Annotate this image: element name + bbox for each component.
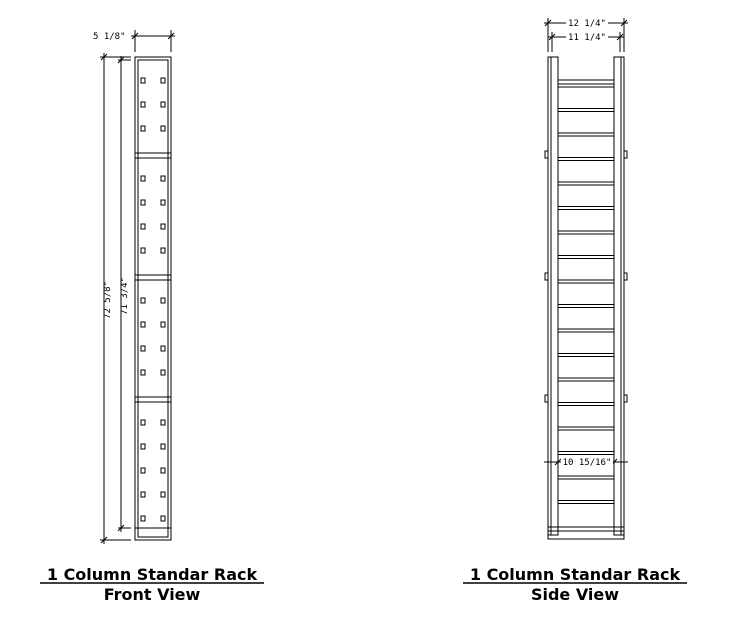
dim-tick xyxy=(620,19,628,27)
dim-label-bg xyxy=(561,456,613,467)
front-divider xyxy=(134,274,172,281)
side-connector xyxy=(544,150,549,159)
front-peg xyxy=(140,467,146,474)
front-peg xyxy=(160,175,166,182)
front-peg xyxy=(160,125,166,132)
front-peg xyxy=(140,175,146,182)
side-connector xyxy=(623,272,628,281)
front-peg xyxy=(140,297,146,304)
front-inner-height-dim-label: 71 3/4" xyxy=(120,277,130,315)
side-inner-depth-dim-label: 11 1/4" xyxy=(568,33,606,43)
front-peg xyxy=(160,443,166,450)
front-peg xyxy=(140,77,146,84)
front-peg xyxy=(140,101,146,108)
front-peg xyxy=(140,369,146,376)
front-divider xyxy=(134,396,172,403)
dim-tick xyxy=(167,32,175,40)
front-peg xyxy=(160,223,166,230)
front-peg xyxy=(160,515,166,522)
front-view-title: 1 Column Standar Rack xyxy=(46,565,258,584)
dim-tick xyxy=(131,32,139,40)
front-peg xyxy=(140,345,146,352)
front-peg xyxy=(140,443,146,450)
dim-tick xyxy=(100,536,108,544)
dim-tick xyxy=(548,33,556,41)
side-connector xyxy=(623,394,628,403)
front-view-subtitle: Front View xyxy=(103,585,201,604)
side-right-post xyxy=(613,56,625,536)
front-peg xyxy=(140,247,146,254)
side-connector xyxy=(544,272,549,281)
side-view-subtitle: Side View xyxy=(530,585,620,604)
front-divider xyxy=(134,152,172,159)
front-view-caption: 1 Column Standar Rack Front View xyxy=(22,565,282,605)
front-peg xyxy=(160,297,166,304)
front-base xyxy=(134,527,172,541)
front-pegs xyxy=(140,77,166,522)
front-peg xyxy=(140,125,146,132)
front-peg xyxy=(140,223,146,230)
front-peg xyxy=(160,345,166,352)
front-peg xyxy=(140,199,146,206)
dim-tick xyxy=(554,458,562,466)
side-rungs xyxy=(558,83,614,504)
side-connector xyxy=(623,150,628,159)
side-overall-depth-dim-label: 12 1/4" xyxy=(568,19,606,29)
side-left-post xyxy=(547,56,559,536)
dim-tick xyxy=(100,53,108,61)
dim-tick xyxy=(544,19,552,27)
front-peg xyxy=(160,419,166,426)
front-peg xyxy=(160,369,166,376)
side-connector xyxy=(544,394,549,403)
front-inner-frame xyxy=(137,59,169,538)
front-peg xyxy=(140,419,146,426)
front-peg xyxy=(160,199,166,206)
front-view-drawing xyxy=(100,30,175,544)
front-outer-frame xyxy=(134,56,172,541)
front-peg xyxy=(160,467,166,474)
front-peg xyxy=(160,491,166,498)
front-width-dim-label: 5 1/8" xyxy=(93,32,126,42)
front-peg xyxy=(140,515,146,522)
dim-tick xyxy=(117,56,125,64)
front-peg xyxy=(160,247,166,254)
front-peg xyxy=(140,491,146,498)
front-peg xyxy=(160,321,166,328)
side-view-caption: 1 Column Standar Rack Side View xyxy=(445,565,705,605)
dim-tick xyxy=(616,33,624,41)
side-view-drawing xyxy=(544,18,628,540)
side-view-title: 1 Column Standar Rack xyxy=(469,565,681,584)
side-base xyxy=(547,526,625,540)
dim-label-bg xyxy=(566,31,608,42)
side-rung-depth-dim-label: 10 15/16" xyxy=(563,458,612,468)
front-peg xyxy=(160,77,166,84)
dim-label-bg xyxy=(566,17,608,28)
dim-tick xyxy=(117,524,125,532)
front-peg xyxy=(140,321,146,328)
front-peg xyxy=(160,101,166,108)
front-overall-height-dim-label: 72 5/8" xyxy=(103,281,113,319)
